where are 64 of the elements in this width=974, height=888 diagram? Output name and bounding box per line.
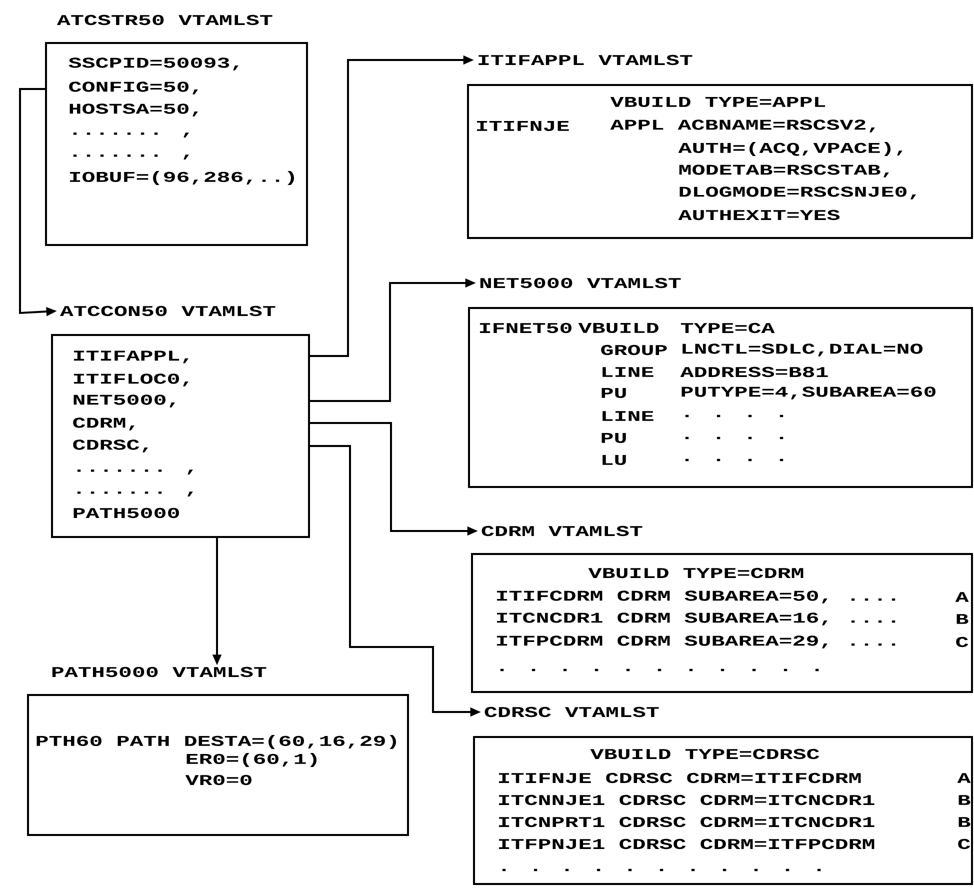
code-line: ITCNNJE1 CDRSC CDRM=ITCNCDR1: [499, 794, 874, 806]
code-line: ITIFNJE CDRSC CDRM=ITIFCDRM: [499, 772, 861, 784]
code-line: LNCTL=SDLC,DIAL=NO: [682, 344, 922, 356]
code-line: GROUP: [601, 344, 667, 356]
code-line: PATH5000: [74, 508, 179, 518]
code-line: VBUILD TYPE=CDRSC: [590, 748, 820, 760]
code-line: B: [958, 795, 970, 805]
code-line: VBUILD TYPE=CDRM: [588, 568, 804, 578]
code-line: ITIFCDRM CDRM SUBAREA=50, ....: [497, 590, 896, 604]
file-heading: CDRM VTAMLST: [482, 526, 642, 536]
code-line: A: [957, 773, 971, 783]
code-line: ADDRESS=B81: [680, 366, 828, 378]
code-line: ITCNCDR1 CDRM SUBAREA=16, ....: [497, 612, 896, 626]
code-line: PTH60 PATH DESTA=(60,16,29): [36, 735, 396, 749]
code-line: ....... ,: [77, 470, 193, 474]
file-heading: NET5000 VTAMLST: [480, 278, 681, 288]
code-line: ITFPCDRM CDRM SUBAREA=29, ....: [497, 636, 896, 648]
code-line: ITCNPRT1 CDRSC CDRM=ITCNCDR1: [499, 816, 874, 828]
code-line: CONFIG=50,: [69, 82, 198, 94]
code-line: AUTHEXIT=YES: [678, 210, 840, 220]
code-line: C: [956, 636, 968, 648]
code-line: VBUILD: [578, 323, 658, 333]
code-line: LU: [602, 455, 626, 465]
code-line: HOSTSA=50,: [70, 104, 198, 116]
file-heading: CDRSC VTAMLST: [484, 706, 659, 718]
code-line: APPL ACBNAME=RSCSV2,: [610, 120, 875, 132]
code-line: MODETAB=RSCSTAB,: [679, 164, 889, 178]
code-line: . . . .: [685, 436, 784, 440]
code-line: C: [958, 838, 970, 850]
code-line: AUTH=(ACQ,VPACE),: [678, 142, 902, 156]
code-line: PUTYPE=4,SUBAREA=60: [682, 386, 936, 400]
file-heading: ATCCON50 VTAMLST: [60, 306, 276, 316]
code-line: CDRM,: [73, 418, 134, 430]
code-line: . . . . . . . . . . .: [502, 868, 821, 872]
code-line: ITIFLOC0,: [74, 374, 188, 386]
code-line: IOBUF=(96,286,..): [70, 171, 294, 185]
code-line: . . . .: [685, 458, 784, 462]
code-line: ....... ,: [77, 492, 193, 496]
code-line: . . . . . . . . . . .: [500, 668, 819, 672]
code-line: NET5000,: [74, 394, 175, 408]
code-line: . . . .: [685, 414, 784, 418]
code-line: ER0=(60,1): [186, 753, 316, 767]
code-line: B: [958, 817, 970, 827]
code-line: ....... ,: [73, 132, 189, 138]
code-line: ....... ,: [73, 154, 189, 160]
file-heading: ITIFAPPL VTAMLST: [478, 54, 692, 66]
code-line: VR0=0: [185, 774, 252, 786]
code-line: SSCPID=50093,: [68, 58, 238, 70]
code-line: ITIFAPPL,: [74, 350, 188, 364]
code-line: LINE: [602, 367, 654, 377]
code-line: TYPE=CA: [680, 322, 775, 334]
code-line: DLOGMODE=RSCSNJE0,: [680, 186, 916, 200]
code-line: PU: [602, 388, 626, 398]
file-heading: ATCSTR50 VTAMLST: [56, 14, 272, 26]
code-line: A: [955, 592, 969, 602]
code-line: B: [956, 614, 968, 624]
code-line: ITFPNJE1 CDRSC CDRM=ITFPCDRM: [499, 838, 874, 850]
code-line: LINE: [602, 411, 654, 421]
code-line: VBUILD TYPE=APPL: [610, 97, 826, 107]
code-line: ITIFNJE: [477, 121, 569, 131]
file-heading: PATH5000 VTAMLST: [52, 666, 266, 678]
code-line: PU: [602, 433, 626, 443]
code-line: CDRSC,: [73, 440, 148, 452]
code-line: IFNET50: [480, 322, 572, 334]
